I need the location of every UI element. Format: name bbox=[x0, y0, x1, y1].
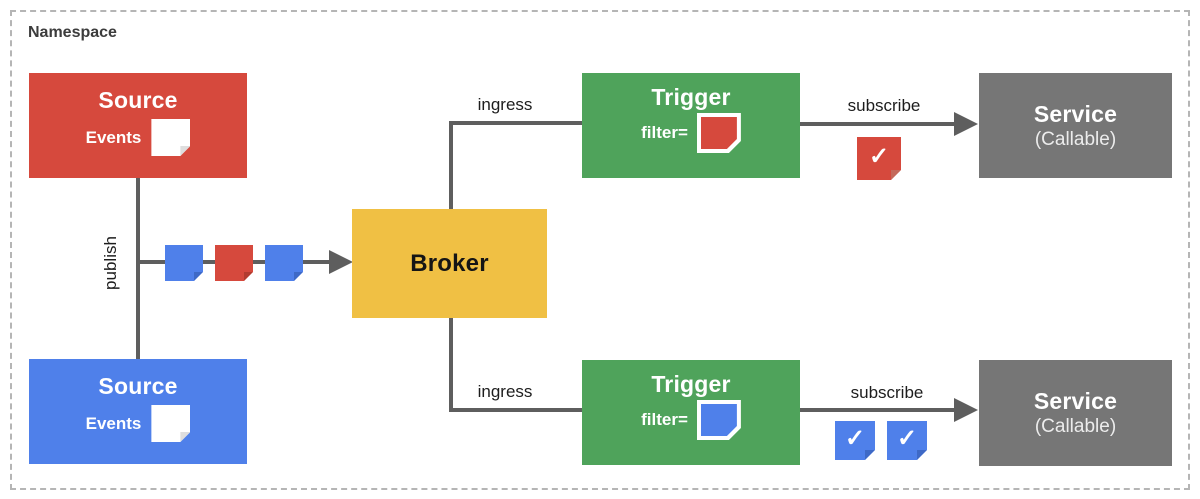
service-subtitle: (Callable) bbox=[1034, 416, 1117, 437]
arrowhead-to-broker bbox=[329, 250, 353, 274]
namespace-boundary bbox=[10, 10, 1190, 490]
ingress-bottom-line bbox=[449, 408, 583, 412]
ingress-top-label: ingress bbox=[477, 95, 533, 114]
filter-label: filter= bbox=[641, 123, 688, 142]
subscribe-bottom-line bbox=[800, 408, 956, 412]
ingress-bottom-label: ingress bbox=[477, 382, 533, 401]
service-box-top: Service (Callable) bbox=[979, 73, 1172, 178]
service-subtitle: (Callable) bbox=[1034, 128, 1117, 150]
event-note-icon bbox=[215, 245, 253, 281]
event-note-icon bbox=[165, 245, 203, 281]
broker-top-line bbox=[449, 123, 453, 211]
filter-note-icon bbox=[697, 113, 741, 153]
source-box-blue: Source Events bbox=[29, 359, 247, 464]
ingress-top-line bbox=[449, 121, 583, 125]
service-title: Service bbox=[1033, 388, 1118, 414]
subscribe-top-label: subscribe bbox=[847, 96, 921, 115]
source-title: Source bbox=[98, 87, 178, 113]
service-title: Service bbox=[1033, 100, 1118, 127]
arrowhead-to-service-top bbox=[954, 112, 978, 136]
delivered-event-icon: ✓ bbox=[857, 137, 901, 180]
filter-note-icon bbox=[697, 400, 741, 440]
trigger-title: Trigger bbox=[651, 84, 731, 110]
trigger-box-bottom: Trigger filter= bbox=[582, 360, 800, 465]
broker-bottom-line bbox=[449, 316, 453, 410]
publish-label: publish bbox=[101, 236, 120, 290]
checkmark-icon: ✓ bbox=[896, 425, 918, 452]
trigger-box-top: Trigger filter= bbox=[582, 73, 800, 178]
broker-title: Broker bbox=[410, 249, 489, 277]
delivered-event-icon: ✓ bbox=[835, 421, 875, 460]
broker-box: Broker bbox=[352, 209, 547, 318]
trigger-title: Trigger bbox=[651, 371, 731, 397]
service-box-bottom: Service (Callable) bbox=[979, 360, 1172, 466]
events-label: Events bbox=[85, 413, 142, 433]
delivered-event-icon: ✓ bbox=[887, 421, 927, 460]
publish-line bbox=[136, 178, 140, 359]
filter-label: filter= bbox=[641, 410, 688, 429]
namespace-label: Namespace bbox=[28, 24, 117, 41]
subscribe-bottom-label: subscribe bbox=[850, 383, 924, 402]
subscribe-top-line bbox=[800, 122, 956, 126]
events-label: Events bbox=[85, 127, 142, 147]
events-note-icon bbox=[151, 119, 190, 156]
events-note-icon bbox=[151, 405, 190, 442]
source-title: Source bbox=[98, 373, 178, 399]
checkmark-icon: ✓ bbox=[844, 425, 866, 452]
event-note-icon bbox=[265, 245, 303, 281]
source-box-red: Source Events bbox=[29, 73, 247, 178]
arrowhead-to-service-bottom bbox=[954, 398, 978, 422]
checkmark-icon: ✓ bbox=[868, 143, 890, 170]
